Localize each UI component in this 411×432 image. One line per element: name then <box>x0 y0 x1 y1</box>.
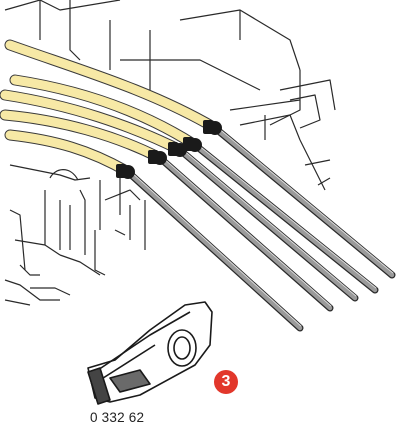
ferrules <box>116 120 222 179</box>
machine-frame <box>4 0 336 306</box>
stripping-tool-icon <box>87 301 213 405</box>
tool-part-number: 0 332 62 <box>90 410 145 425</box>
step-number-badge: 3 <box>214 370 238 394</box>
cable-bundle <box>0 39 396 332</box>
step-number: 3 <box>221 373 231 390</box>
insulated-cables <box>0 39 221 178</box>
stripped-conductors <box>124 124 396 332</box>
